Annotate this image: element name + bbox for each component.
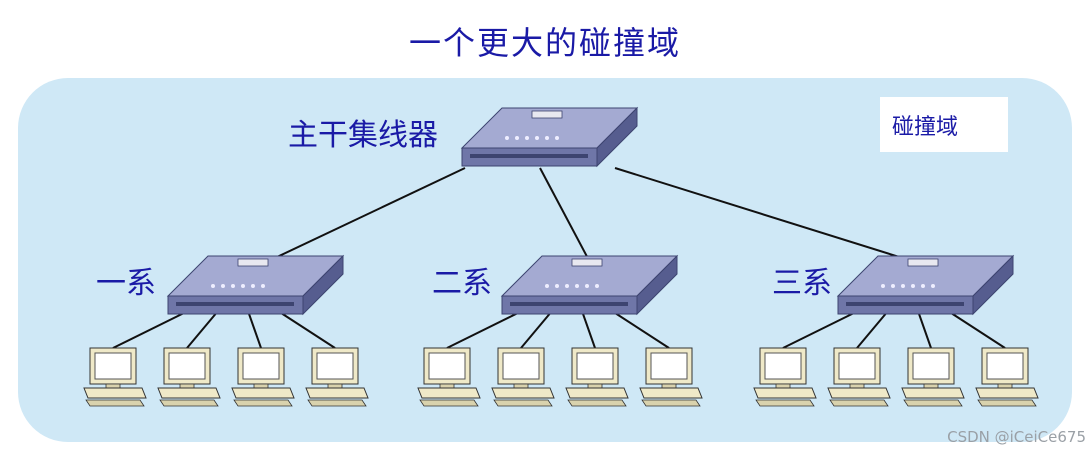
pc-icon-dept-3-1 bbox=[753, 347, 817, 407]
pc-icon-dept-1-2 bbox=[157, 347, 221, 407]
uplink-dept-2 bbox=[539, 167, 593, 267]
pc-icon-dept-3-3 bbox=[901, 347, 965, 407]
main-hub-label: 主干集线器 bbox=[288, 118, 438, 153]
main-hub-icon bbox=[461, 107, 638, 167]
pc-icon-dept-2-4 bbox=[639, 347, 703, 407]
diagram-title: 一个更大的碰撞域 bbox=[408, 24, 681, 62]
dept-2-hub-label: 二系 bbox=[432, 266, 492, 301]
network-devices bbox=[83, 107, 1039, 407]
pc-icon-dept-3-2 bbox=[827, 347, 891, 407]
pc-icon-dept-2-1 bbox=[417, 347, 481, 407]
pc-icon-dept-3-4 bbox=[975, 347, 1039, 407]
pc-link-dept-2-3 bbox=[581, 310, 596, 349]
network-links bbox=[112, 167, 1006, 349]
uplink-dept-3 bbox=[614, 167, 929, 267]
dept-hub-icon-3 bbox=[837, 255, 1014, 315]
pc-link-dept-3-4 bbox=[947, 310, 1006, 349]
pc-link-dept-3-2 bbox=[856, 310, 889, 349]
dept-hub-icon-1 bbox=[167, 255, 344, 315]
dept-3-hub-label: 三系 bbox=[772, 266, 832, 301]
pc-link-dept-1-4 bbox=[277, 310, 336, 349]
collision-domain-legend: 碰撞域 bbox=[880, 97, 1008, 152]
pc-icon-dept-1-1 bbox=[83, 347, 147, 407]
pc-icon-dept-1-3 bbox=[231, 347, 295, 407]
uplink-dept-1 bbox=[257, 167, 466, 267]
watermark: CSDN @iCeiCe675 bbox=[947, 428, 1086, 446]
pc-link-dept-3-1 bbox=[782, 310, 859, 349]
pc-link-dept-2-1 bbox=[446, 310, 523, 349]
pc-link-dept-2-2 bbox=[520, 310, 553, 349]
dept-1-hub-label: 一系 bbox=[96, 266, 156, 301]
pc-link-dept-1-2 bbox=[186, 310, 219, 349]
pc-icon-dept-2-3 bbox=[565, 347, 629, 407]
pc-link-dept-1-1 bbox=[112, 310, 189, 349]
pc-link-dept-3-3 bbox=[917, 310, 932, 349]
pc-link-dept-2-4 bbox=[611, 310, 670, 349]
pc-link-dept-1-3 bbox=[247, 310, 262, 349]
pc-icon-dept-2-2 bbox=[491, 347, 555, 407]
dept-hub-icon-2 bbox=[501, 255, 678, 315]
pc-icon-dept-1-4 bbox=[305, 347, 369, 407]
